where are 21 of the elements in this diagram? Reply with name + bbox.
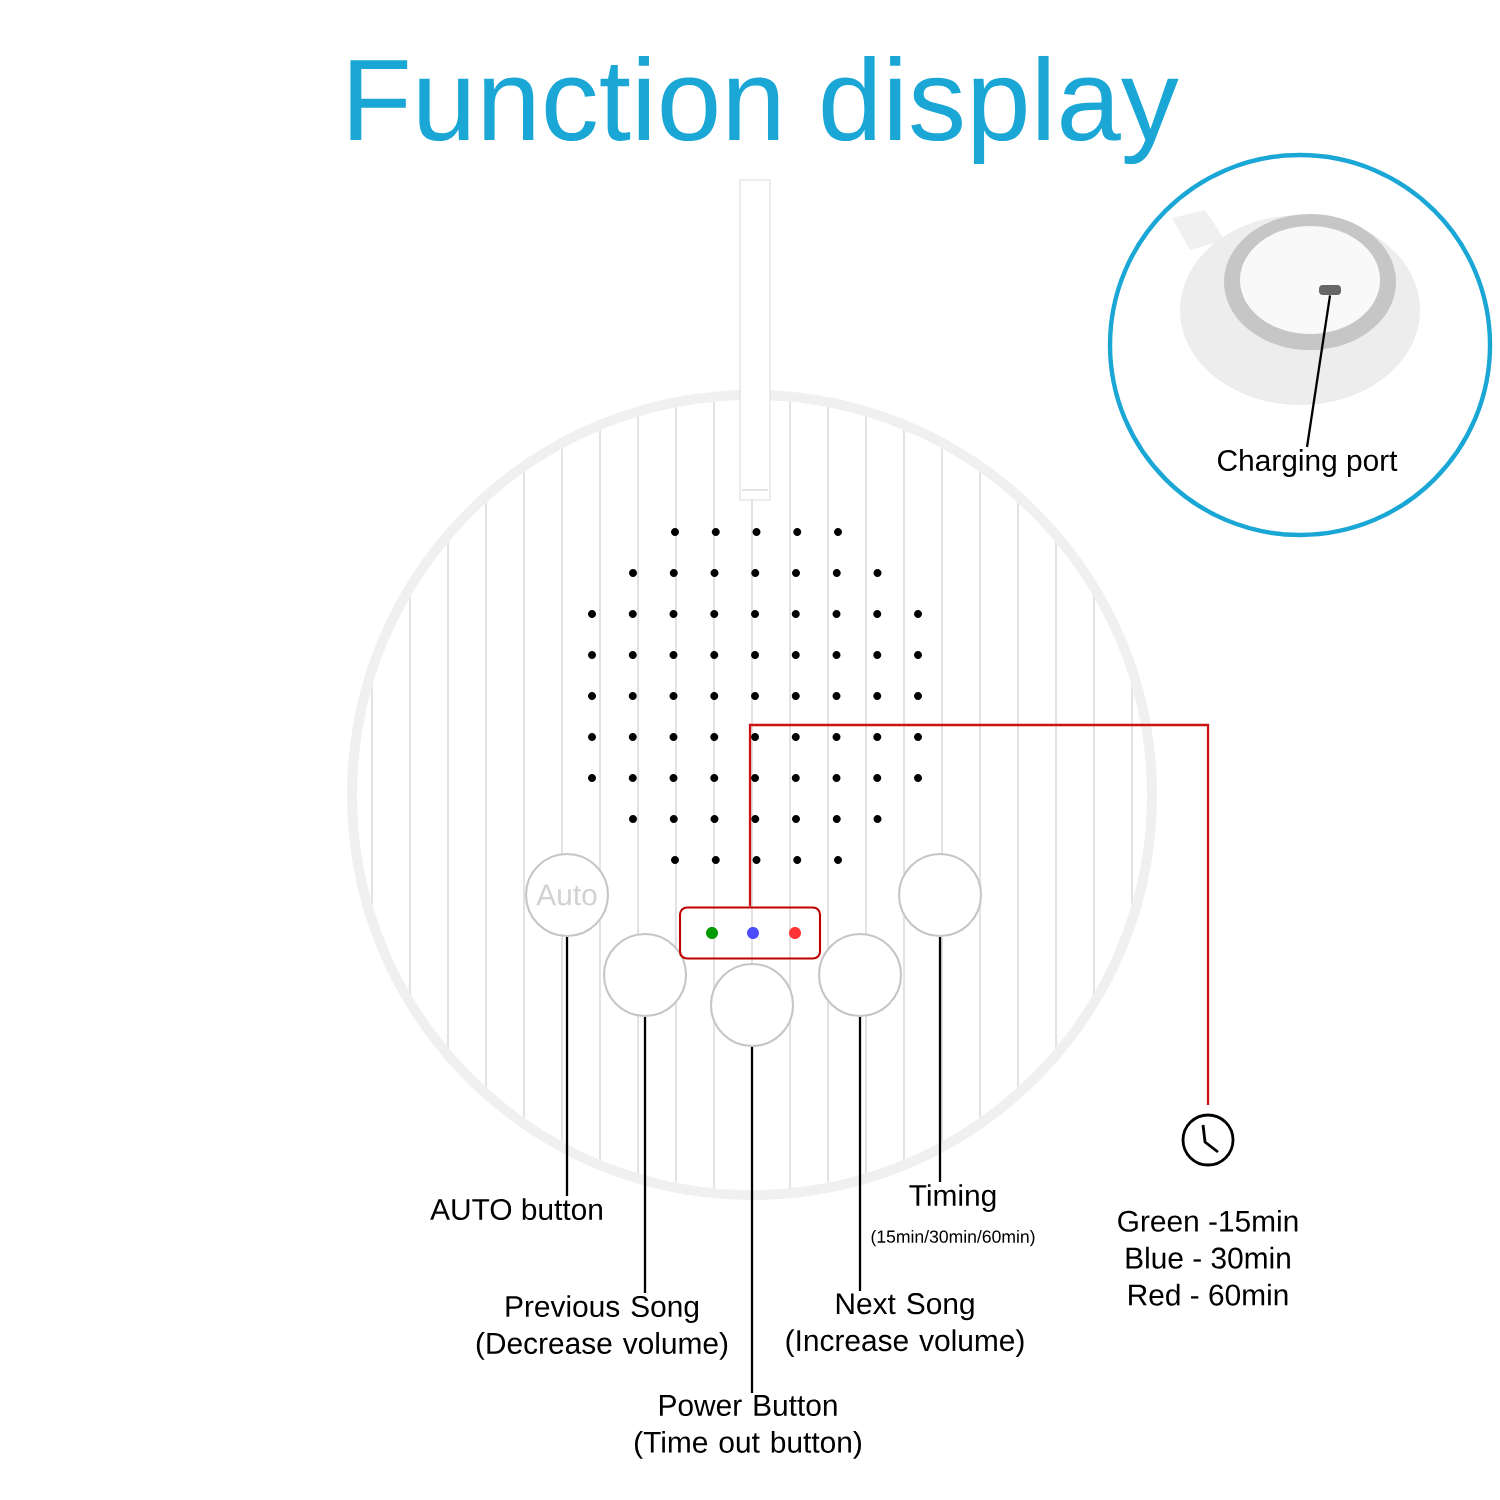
- callout-label: Timing (15min/30min/60min): [871, 1184, 1035, 1247]
- callout-label: Power Button (Time out button): [635, 1395, 861, 1459]
- callout-label: AUTO button: [430, 1198, 602, 1221]
- leader-line: [750, 1047, 754, 1393]
- power-button: [709, 962, 795, 1048]
- leader-line: [748, 723, 1210, 1105]
- leader-line: [858, 1017, 862, 1291]
- callout-label: Previous Song (Decrease volume): [476, 1295, 728, 1360]
- callout-label: Charging port: [1218, 449, 1398, 477]
- leader-line: [938, 937, 942, 1182]
- next-button: [817, 932, 903, 1018]
- leader-line: [565, 937, 569, 1196]
- timing-button: [897, 852, 983, 938]
- title: Function display: [350, 55, 1179, 165]
- indicator-lights-box: [678, 906, 822, 960]
- callout-label: Next Song (Increase volume): [786, 1293, 1024, 1358]
- leader-line: [643, 1017, 647, 1293]
- previous-button: [602, 932, 688, 1018]
- leader-line: [1305, 295, 1332, 448]
- timer-legend: Green -15min Blue - 30min Red - 60min: [1118, 1209, 1298, 1306]
- charging-port: [1319, 285, 1341, 295]
